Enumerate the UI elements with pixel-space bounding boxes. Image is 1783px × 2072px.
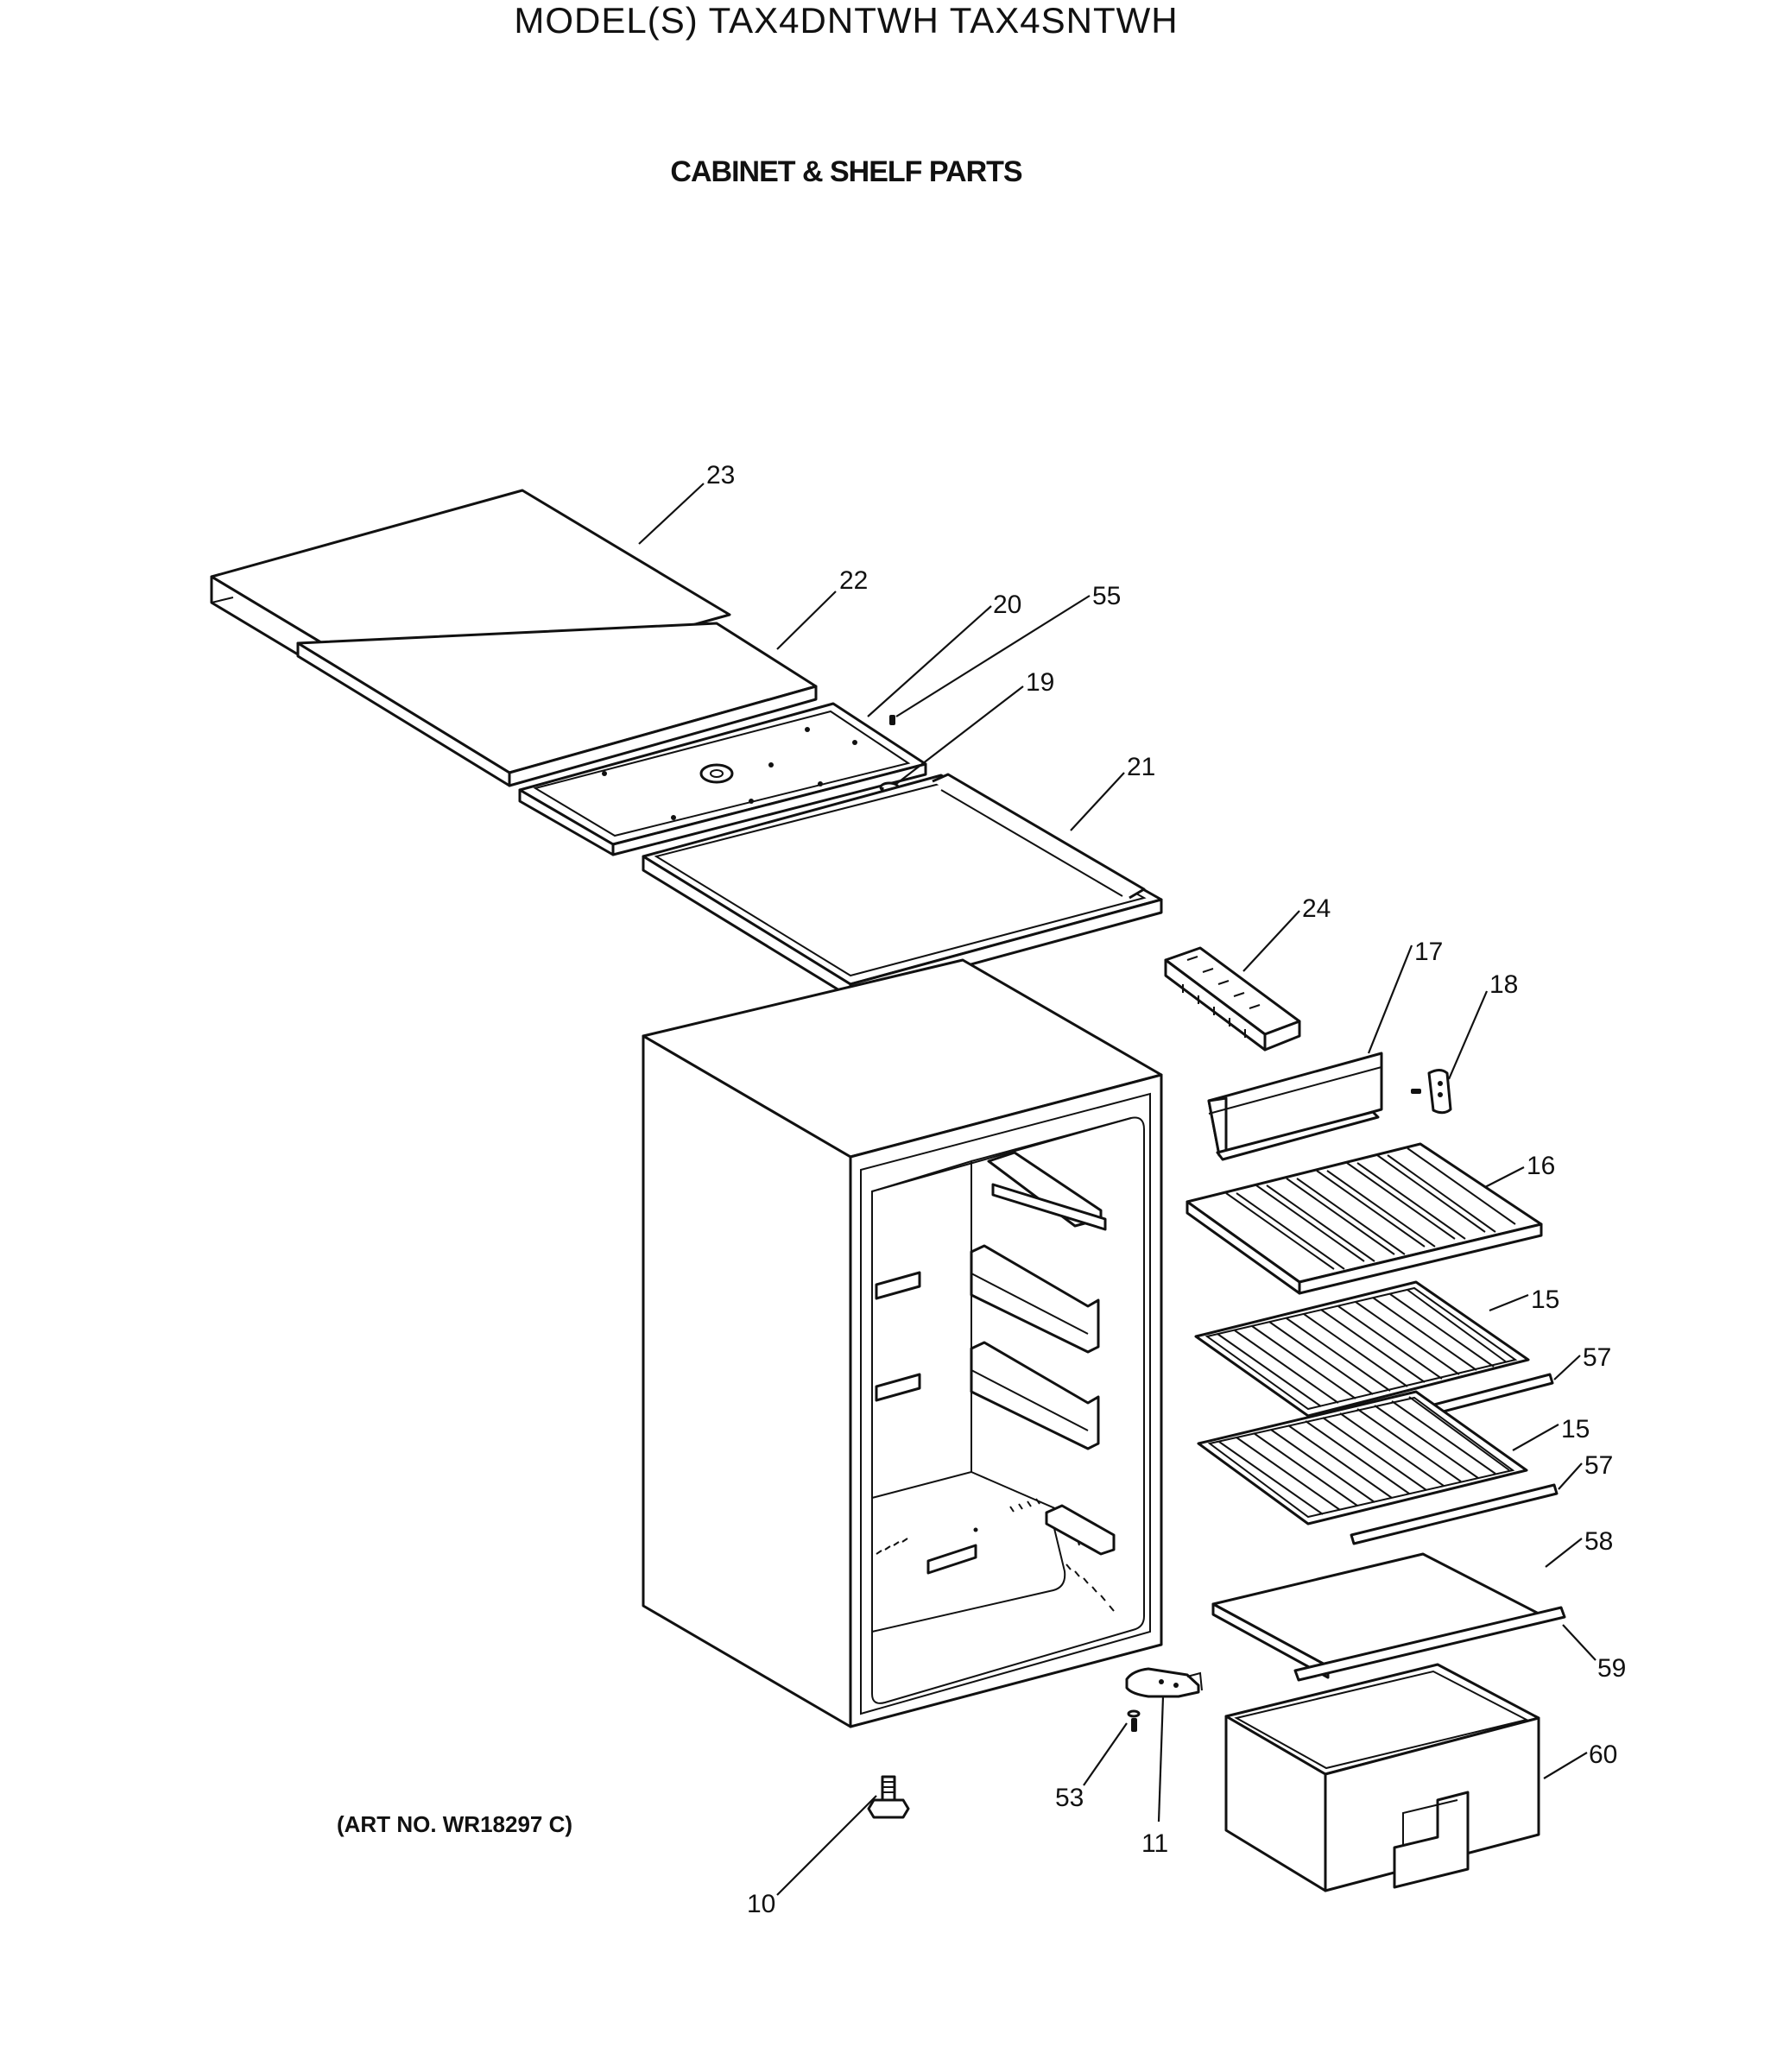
label-17: 17 bbox=[1414, 938, 1443, 966]
label-55: 55 bbox=[1092, 582, 1121, 610]
part-15-wire-shelf-upper bbox=[1196, 1282, 1528, 1416]
label-24: 24 bbox=[1302, 894, 1331, 923]
part-59-cover-trim bbox=[1295, 1608, 1565, 1680]
part-11-hinge bbox=[1127, 1669, 1202, 1696]
label-11: 11 bbox=[1141, 1829, 1168, 1858]
label-19: 19 bbox=[1026, 668, 1054, 697]
label-58: 58 bbox=[1584, 1527, 1613, 1556]
label-15-upper: 15 bbox=[1531, 1286, 1559, 1314]
part-18-clip bbox=[1411, 1071, 1451, 1113]
label-20: 20 bbox=[993, 591, 1021, 619]
label-22: 22 bbox=[839, 566, 868, 595]
cabinet bbox=[643, 960, 1161, 1727]
part-15-wire-shelf-lower bbox=[1198, 1392, 1527, 1524]
part-10-leveling-leg bbox=[869, 1777, 908, 1817]
label-59: 59 bbox=[1597, 1654, 1626, 1683]
part-53-screw bbox=[1129, 1711, 1139, 1732]
part-57-rail-lower bbox=[1351, 1485, 1557, 1544]
part-58-crisper-cover bbox=[1213, 1554, 1537, 1677]
model-title: MODEL(S) TAX4DNTWH TAX4SNTWH bbox=[514, 0, 1179, 41]
label-15-lower: 15 bbox=[1561, 1415, 1590, 1443]
part-20-mounting-plate bbox=[520, 704, 926, 855]
part-60-crisper-drawer bbox=[1226, 1665, 1539, 1891]
part-number-labels: 23 22 20 55 19 21 24 17 18 16 15 57 15 5… bbox=[706, 461, 1626, 1918]
label-57-upper: 57 bbox=[1583, 1343, 1611, 1372]
leader-lines bbox=[639, 483, 1596, 1895]
label-18: 18 bbox=[1489, 970, 1518, 999]
label-53: 53 bbox=[1055, 1784, 1084, 1812]
label-57-lower: 57 bbox=[1584, 1451, 1613, 1480]
label-10: 10 bbox=[747, 1890, 775, 1918]
art-number: (ART NO. WR18297 C) bbox=[337, 1811, 573, 1837]
section-title: CABINET & SHELF PARTS bbox=[670, 155, 1022, 188]
label-21: 21 bbox=[1127, 753, 1155, 781]
label-23: 23 bbox=[706, 461, 735, 490]
part-16-ridged-shelf bbox=[1187, 1144, 1541, 1293]
part-24-ice-tray bbox=[1166, 948, 1299, 1050]
label-60: 60 bbox=[1589, 1740, 1617, 1769]
part-22-top-panel bbox=[298, 623, 816, 786]
part-17-bracket bbox=[1209, 1053, 1382, 1159]
part-55-screw bbox=[889, 715, 895, 725]
label-16: 16 bbox=[1527, 1152, 1555, 1180]
